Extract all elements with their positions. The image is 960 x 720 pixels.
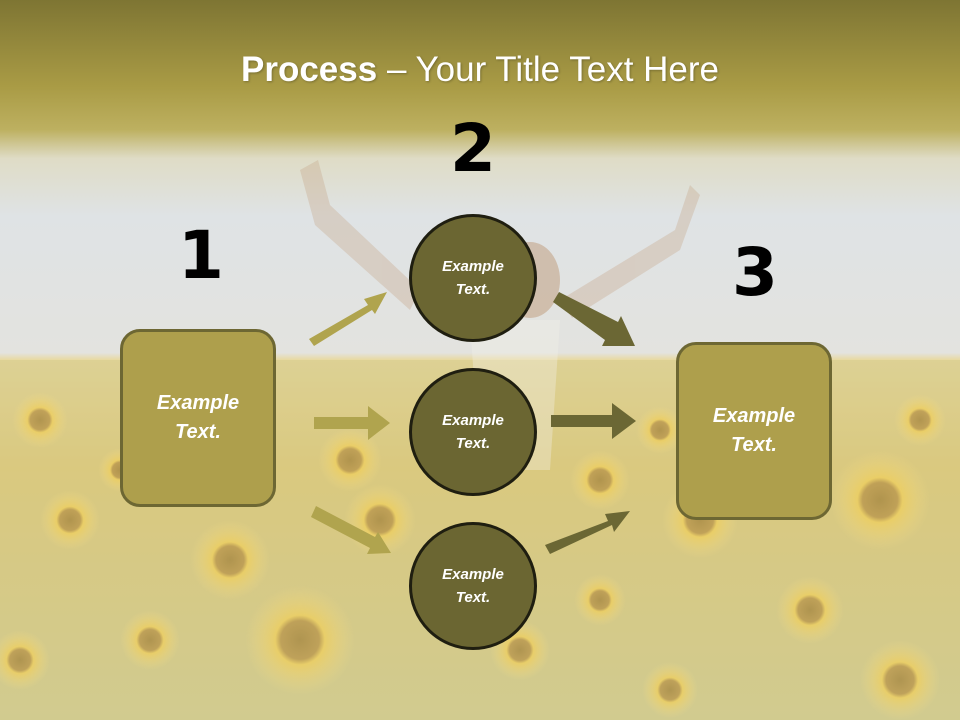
step-2-top-text: Example Text.	[442, 258, 504, 298]
step-3-text: Example Text.	[712, 405, 796, 456]
page-title: Process – Your Title Text Here	[0, 50, 960, 90]
arrow-1-to-2-middle	[314, 406, 390, 440]
arrow-2-to-3-bottom	[545, 511, 630, 554]
step-2-circle-top: Example Text.	[409, 214, 537, 342]
arrow-1-to-2-top	[309, 292, 387, 346]
step-1-box: Example Text.	[120, 329, 276, 507]
arrow-2-to-3-top	[553, 292, 635, 346]
step-2-circle-middle: Example Text.	[409, 368, 537, 496]
step-2-middle-text: Example Text.	[442, 412, 504, 452]
step-number-1: 1	[178, 217, 224, 294]
arrow-1-to-2-bottom	[311, 506, 391, 554]
step-1-text: Example Text.	[156, 392, 240, 443]
title-rest-part: – Your Title Text Here	[377, 50, 719, 89]
arrow-2-to-3-middle	[551, 403, 636, 439]
step-number-2: 2	[450, 110, 496, 187]
step-number-3: 3	[732, 234, 778, 311]
title-bold-part: Process	[241, 50, 378, 89]
step-3-box: Example Text.	[676, 342, 832, 520]
step-2-bottom-text: Example Text.	[442, 566, 504, 606]
step-2-circle-bottom: Example Text.	[409, 522, 537, 650]
